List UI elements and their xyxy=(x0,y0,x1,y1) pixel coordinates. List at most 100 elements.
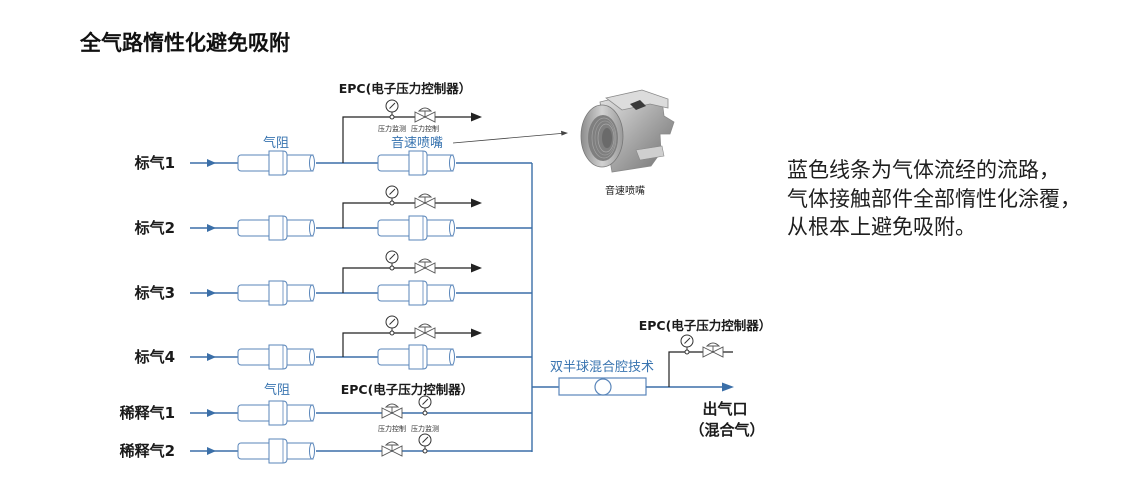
epc-label-outlet: EPC(电子压力控制器） xyxy=(639,318,772,333)
fitting-end-cap xyxy=(309,219,315,237)
branch-arrow-icon xyxy=(471,328,482,338)
gauge-tap xyxy=(389,200,395,206)
valve-actuator xyxy=(384,441,400,446)
valve-actuator xyxy=(705,342,721,347)
inlet-row-3: 标气3 xyxy=(134,250,532,306)
flow-arrow-icon xyxy=(207,224,216,232)
sonic-nozzle-fitting xyxy=(377,280,455,306)
pressure-gauge-icon xyxy=(418,433,432,454)
fitting-end-cap xyxy=(449,219,455,237)
gauge-tap xyxy=(389,114,395,120)
mixer-section xyxy=(532,334,734,396)
inlet-row-5: 稀释气1 xyxy=(120,395,532,426)
pressure-gauge-icon xyxy=(385,250,399,271)
epc-label-top: EPC(电子压力控制器） xyxy=(339,81,472,96)
gas-restrictor-fitting xyxy=(237,215,315,241)
inlet-row-6: 稀释气2 xyxy=(120,433,532,464)
fitting-flange xyxy=(408,215,428,241)
gauge-needle xyxy=(389,318,396,325)
pressure-gauge-icon xyxy=(385,315,399,336)
fitting-body-right xyxy=(424,154,454,172)
pressure-gauge-icon xyxy=(418,395,432,416)
note-line-3: 从根本上避免吸附。 xyxy=(787,215,976,239)
fitting-end-cap xyxy=(449,284,455,302)
flow-arrow-icon xyxy=(207,159,216,167)
pressure-gauge-icon xyxy=(385,185,399,206)
outlet-label: 出气口 xyxy=(702,400,747,418)
inlet-row-1: 标气1 xyxy=(134,99,532,176)
nozzle-slot-shape xyxy=(630,100,646,110)
inlet-label: 标气4 xyxy=(134,348,175,366)
sonic-nozzle-photo: 音速喷嘴 xyxy=(575,85,675,197)
fitting-body-right xyxy=(424,348,454,366)
gas-restrictor-fitting xyxy=(237,438,315,464)
nozzle-top-jaw-shape xyxy=(605,89,669,111)
sonic-nozzle-fitting xyxy=(377,215,455,241)
branch-arrow-icon xyxy=(471,198,482,208)
fitting-body-right xyxy=(284,404,314,422)
hemisphere-chamber-icon xyxy=(594,378,612,396)
control-valve-icon xyxy=(381,441,403,457)
gauge-needle xyxy=(389,188,396,195)
inlet-row-2: 标气2 xyxy=(134,185,532,241)
note-line-2: 气体接触部件全部惰性化涂覆， xyxy=(787,187,1081,211)
gas-restrictor-fitting xyxy=(237,150,315,176)
epc-label-dilution: EPC(电子压力控制器） xyxy=(341,382,474,397)
fitting-flange xyxy=(408,280,428,306)
gauge-needle xyxy=(684,337,691,344)
control-valve-icon xyxy=(414,107,436,123)
fitting-body-right xyxy=(424,284,454,302)
fitting-body-left xyxy=(237,404,273,422)
fitting-body-left xyxy=(237,219,273,237)
pointer-arrow-icon xyxy=(561,130,568,136)
inlet-label: 标气1 xyxy=(134,154,175,172)
control-valve-icon xyxy=(414,193,436,209)
fitting-body-left xyxy=(237,154,273,172)
flow-arrow-icon xyxy=(207,353,216,361)
fitting-flange xyxy=(268,215,288,241)
thread-ring xyxy=(597,123,615,153)
flow-arrow-icon xyxy=(207,289,216,297)
pressure-control-label-dilution: 压力控制 xyxy=(378,424,406,433)
branch-arrow-icon xyxy=(471,112,482,122)
gas-restrictor-fitting xyxy=(237,280,315,306)
gas-restrictor-fitting xyxy=(237,344,315,370)
valve-actuator xyxy=(417,107,433,112)
fitting-body-right xyxy=(284,284,314,302)
fitting-end-cap xyxy=(309,442,315,460)
gauge-needle xyxy=(422,398,429,405)
gauge-needle xyxy=(389,102,396,109)
fitting-end-cap xyxy=(309,404,315,422)
photo-caption: 音速喷嘴 xyxy=(605,184,645,197)
inlet-label: 标气3 xyxy=(134,284,175,302)
fitting-flange xyxy=(268,438,288,464)
sonic-nozzle-fitting xyxy=(377,344,455,370)
fitting-end-cap xyxy=(449,154,455,172)
restrictor-label-top: 气阻 xyxy=(263,135,289,151)
valve-actuator xyxy=(417,258,433,263)
mixer-label: 双半球混合腔技术 xyxy=(550,360,654,375)
pressure-gauge-icon xyxy=(680,334,694,355)
gas-restrictor-fitting xyxy=(237,400,315,426)
nozzle-label: 音速喷嘴 xyxy=(391,135,443,151)
fitting-body-right xyxy=(284,154,314,172)
valve-actuator xyxy=(417,193,433,198)
fitting-body-left xyxy=(237,284,273,302)
page-title: 全气路惰性化避免吸附 xyxy=(79,31,290,55)
sonic-nozzle-fitting xyxy=(377,150,455,176)
fitting-flange xyxy=(408,344,428,370)
gauge-tap xyxy=(389,330,395,336)
valve-actuator xyxy=(384,403,400,408)
fitting-body-right xyxy=(284,219,314,237)
pressure-monitor-label-dilution: 压力监测 xyxy=(411,424,439,433)
thread-ring xyxy=(591,117,617,159)
inlet-label: 稀释气2 xyxy=(120,442,175,460)
nozzle-throat xyxy=(602,128,612,148)
explanation-note: 蓝色线条为气体流经的流路， 气体接触部件全部惰性化涂覆， 从根本上避免吸附。 xyxy=(787,158,1081,239)
pressure-monitor-label-top: 压力监测 xyxy=(378,124,406,133)
fitting-body-right xyxy=(284,348,314,366)
outlet-sub-label: （混合气） xyxy=(689,421,764,439)
fitting-flange xyxy=(268,150,288,176)
fitting-flange xyxy=(268,280,288,306)
